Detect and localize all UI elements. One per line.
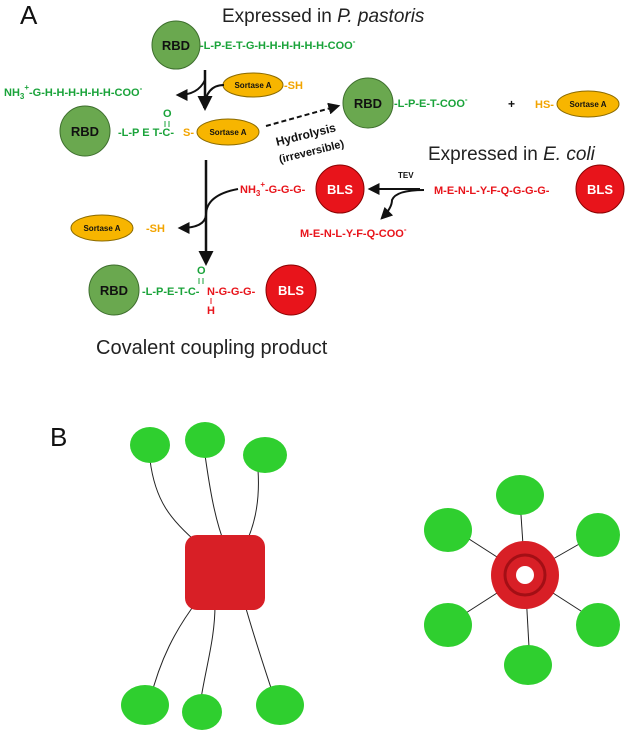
rbd-label-top: RBD	[162, 38, 190, 53]
panel-b-letter: B	[50, 422, 68, 452]
green-domain-bottom-middle	[182, 694, 222, 730]
rbd-circle-top	[151, 20, 201, 70]
plus-sign: +	[508, 97, 515, 111]
rbd-label-product: RBD	[100, 283, 128, 298]
intermediate-thioester-s: S-	[183, 127, 194, 139]
rbd-label-intermediate: RBD	[71, 124, 99, 139]
sortase-after-coupling	[70, 214, 134, 242]
sortase-intermediate	[196, 118, 260, 146]
ecoli-heading-prefix: Expressed in	[428, 144, 544, 165]
sortase-after-coupling-sh: -SH	[146, 223, 165, 235]
arrow-top-curve	[203, 84, 225, 109]
bls-circle-product	[265, 264, 317, 316]
arrow-nucleophile-curve	[177, 188, 239, 234]
green-domain-bottom-right	[256, 685, 304, 725]
hydrolysis-arrow	[265, 102, 341, 127]
structure-side-view	[121, 422, 304, 730]
sortase-hs: HS-	[535, 99, 554, 111]
sortase-released-label: Sortase A	[569, 100, 606, 109]
rbd-circle-hydrolysis	[342, 77, 394, 129]
bls-label-nucleophile: BLS	[327, 182, 353, 197]
product-caption: Covalent coupling product	[96, 337, 328, 359]
bls-circle-nucleophile	[315, 164, 365, 214]
released-his-tag: NH3+-G-H-H-H-H-H-H-COO-	[4, 83, 143, 101]
rbd-circle-intermediate	[59, 105, 111, 157]
green-domain-top-view-4	[504, 645, 552, 685]
product-amide-h: H	[207, 305, 215, 317]
pichia-expression-heading: Expressed in P. pastoris	[222, 6, 424, 28]
bls-label-precursor: BLS	[587, 182, 613, 197]
green-domain-top-left	[130, 427, 170, 463]
rbd-tail-top: -L-P-E-T-G-H-H-H-H-H-H-COO-	[200, 37, 356, 52]
sortase-intermediate-label: Sortase A	[209, 128, 246, 137]
tev-label: TEV	[398, 171, 414, 180]
sortase-after-coupling-label: Sortase A	[83, 224, 120, 233]
green-domain-top-view-2	[576, 513, 620, 557]
bls-circle-precursor	[575, 164, 625, 214]
product-peptide-red: N-G-G-G-	[207, 286, 256, 298]
hydrolysis-product-tail: -L-P-E-T-COO-	[394, 95, 468, 110]
red-core-inner-ring	[503, 553, 547, 597]
rbd-label-hydrolysis: RBD	[354, 96, 382, 111]
product-carbonyl-o: O	[197, 265, 206, 277]
green-domain-top-view-6	[424, 508, 472, 552]
intermediate-peptide: -L-P E T-C-	[118, 127, 174, 139]
arrow-tag-release	[175, 79, 206, 101]
pichia-heading-prefix: Expressed in	[222, 6, 338, 27]
structure-top-view	[424, 475, 620, 685]
bls-label-product: BLS	[278, 283, 304, 298]
green-domain-top-view-5	[424, 603, 472, 647]
green-domain-top-right	[243, 437, 287, 473]
red-core-side	[185, 535, 265, 610]
green-domain-top-view-3	[576, 603, 620, 647]
sortase-released	[556, 90, 620, 118]
nucleophile-ggg: NH3+-G-G-G-	[240, 180, 306, 198]
rbd-circle-product	[88, 264, 140, 316]
green-domain-top-view-1	[496, 475, 544, 515]
sortase-top-label: Sortase A	[234, 81, 271, 90]
arrow-tev	[380, 189, 425, 220]
green-domain-top-middle	[185, 422, 225, 458]
panel-a-letter: A	[20, 0, 38, 30]
ecoli-species-name: E. coli	[543, 144, 595, 165]
bls-precursor-tail: M-E-N-L-Y-F-Q-G-G-G-	[434, 185, 550, 197]
ecoli-expression-heading: Expressed in E. coli	[428, 144, 595, 166]
product-peptide-green: -L-P-E-T-C-	[142, 286, 200, 298]
red-core-pore	[516, 566, 534, 584]
green-domain-bottom-left	[121, 685, 169, 725]
tev-leftover: M-E-N-L-Y-F-Q-COO-	[300, 225, 407, 240]
linker-lines-side	[149, 454, 276, 706]
intermediate-carbonyl-o: O	[163, 108, 172, 120]
pichia-species-name: P. pastoris	[337, 6, 425, 27]
sortase-top-sh: -SH	[284, 80, 303, 92]
